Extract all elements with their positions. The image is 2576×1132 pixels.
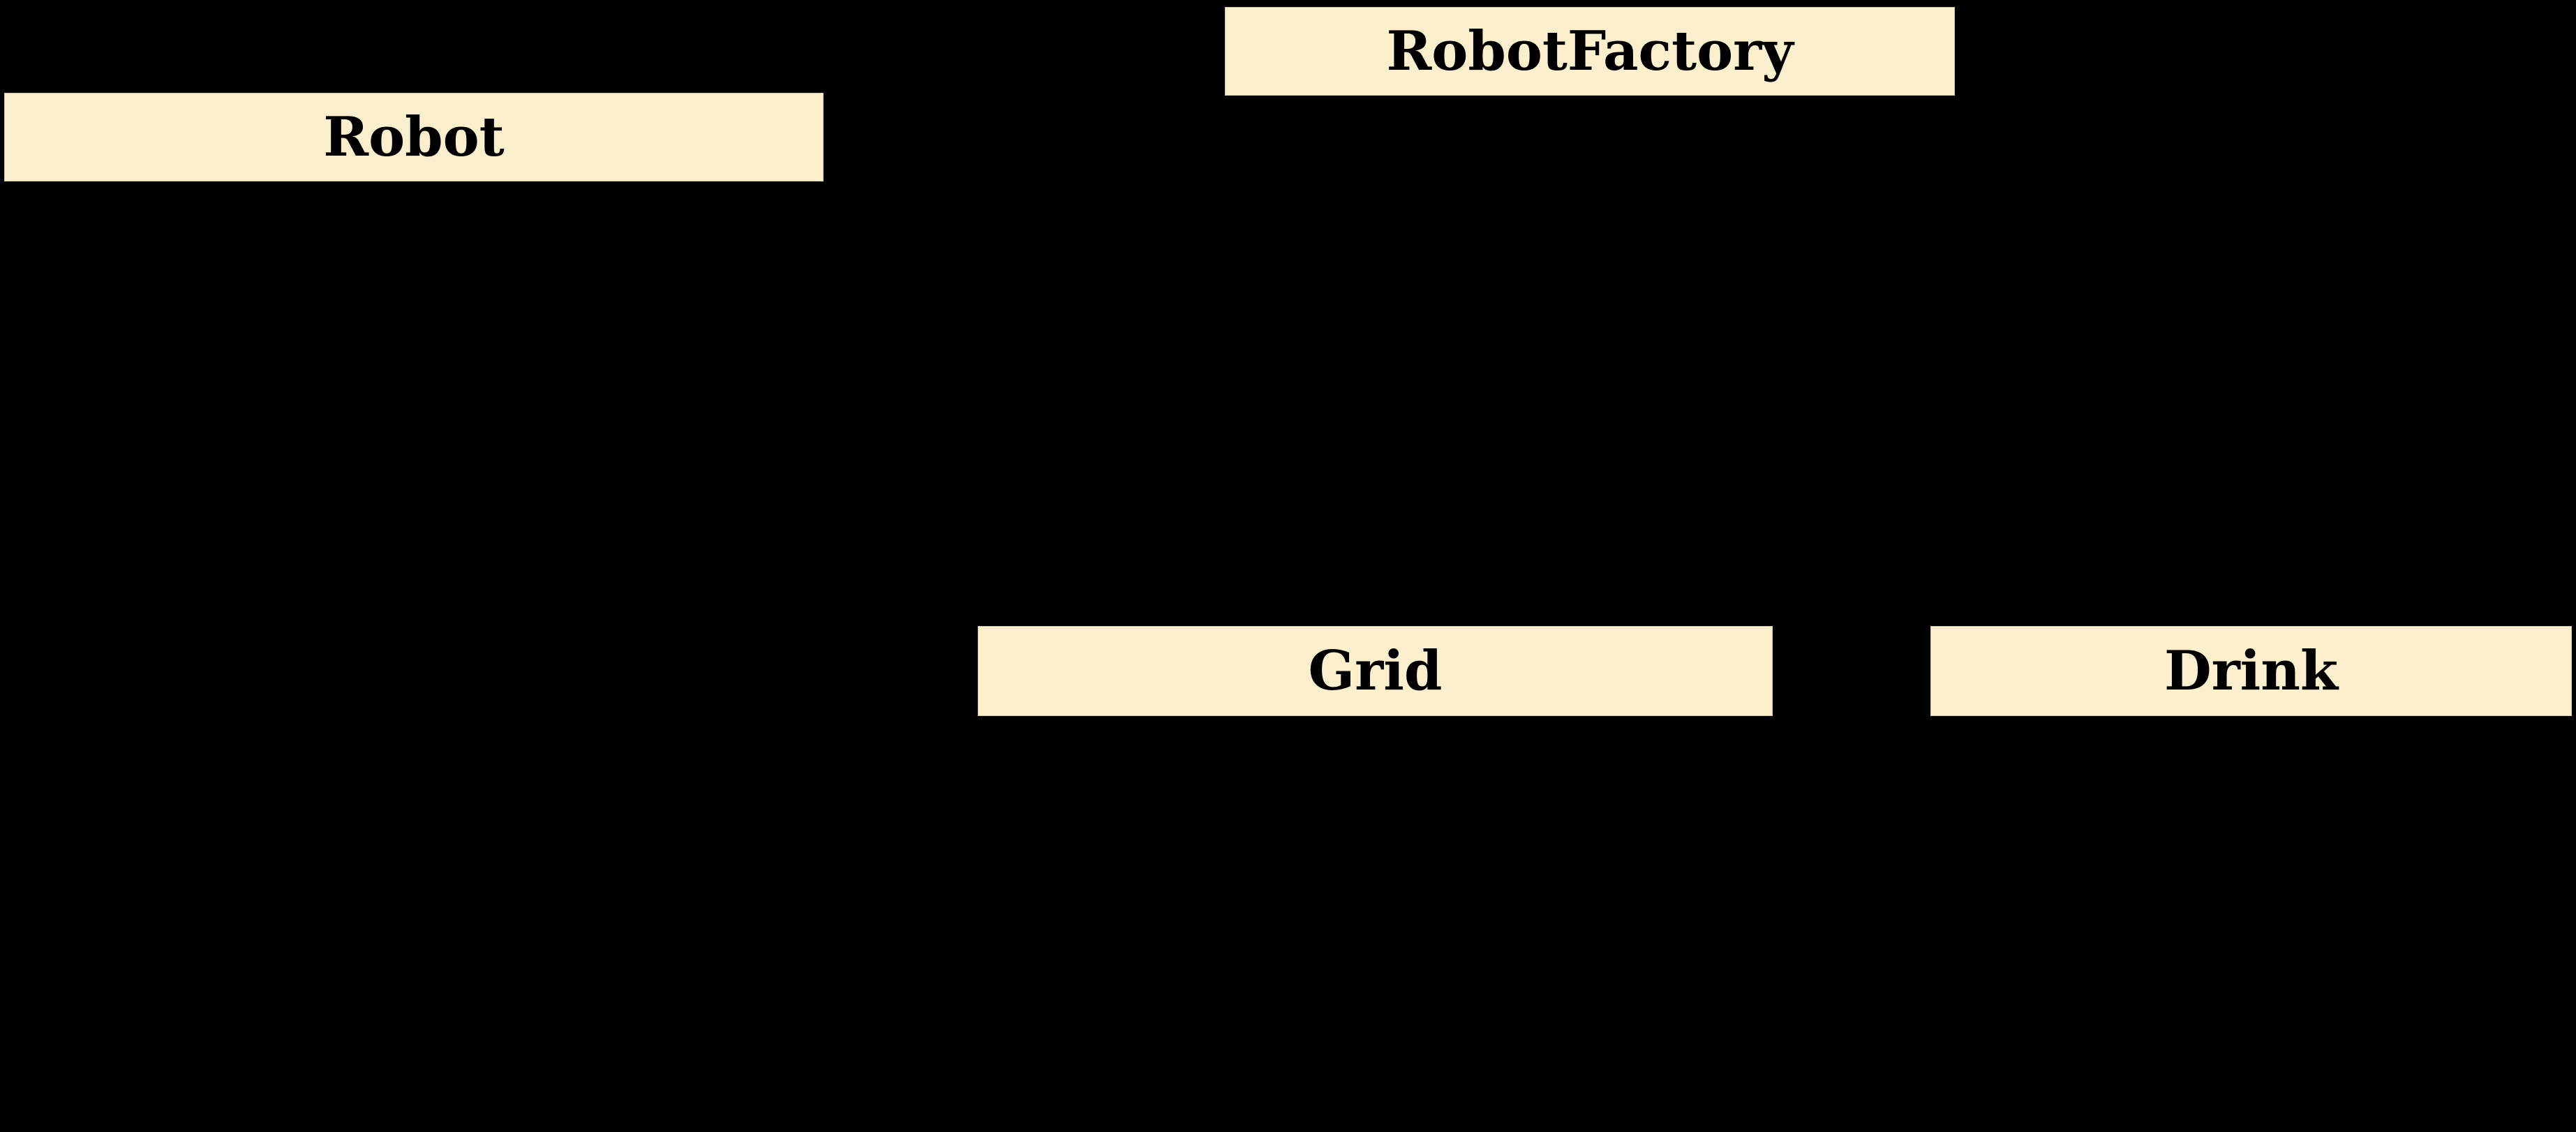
class-node-robot-label: Robot — [323, 105, 505, 169]
class-node-robotfactory[interactable]: RobotFactory — [1225, 7, 1955, 96]
class-node-drink[interactable]: Drink — [1930, 626, 2572, 716]
class-node-grid[interactable]: Grid — [978, 626, 1773, 716]
class-node-grid-label: Grid — [1308, 639, 1443, 703]
class-node-robot[interactable]: Robot — [4, 93, 824, 181]
class-node-robotfactory-label: RobotFactory — [1386, 19, 1794, 83]
class-node-drink-label: Drink — [2164, 639, 2339, 703]
